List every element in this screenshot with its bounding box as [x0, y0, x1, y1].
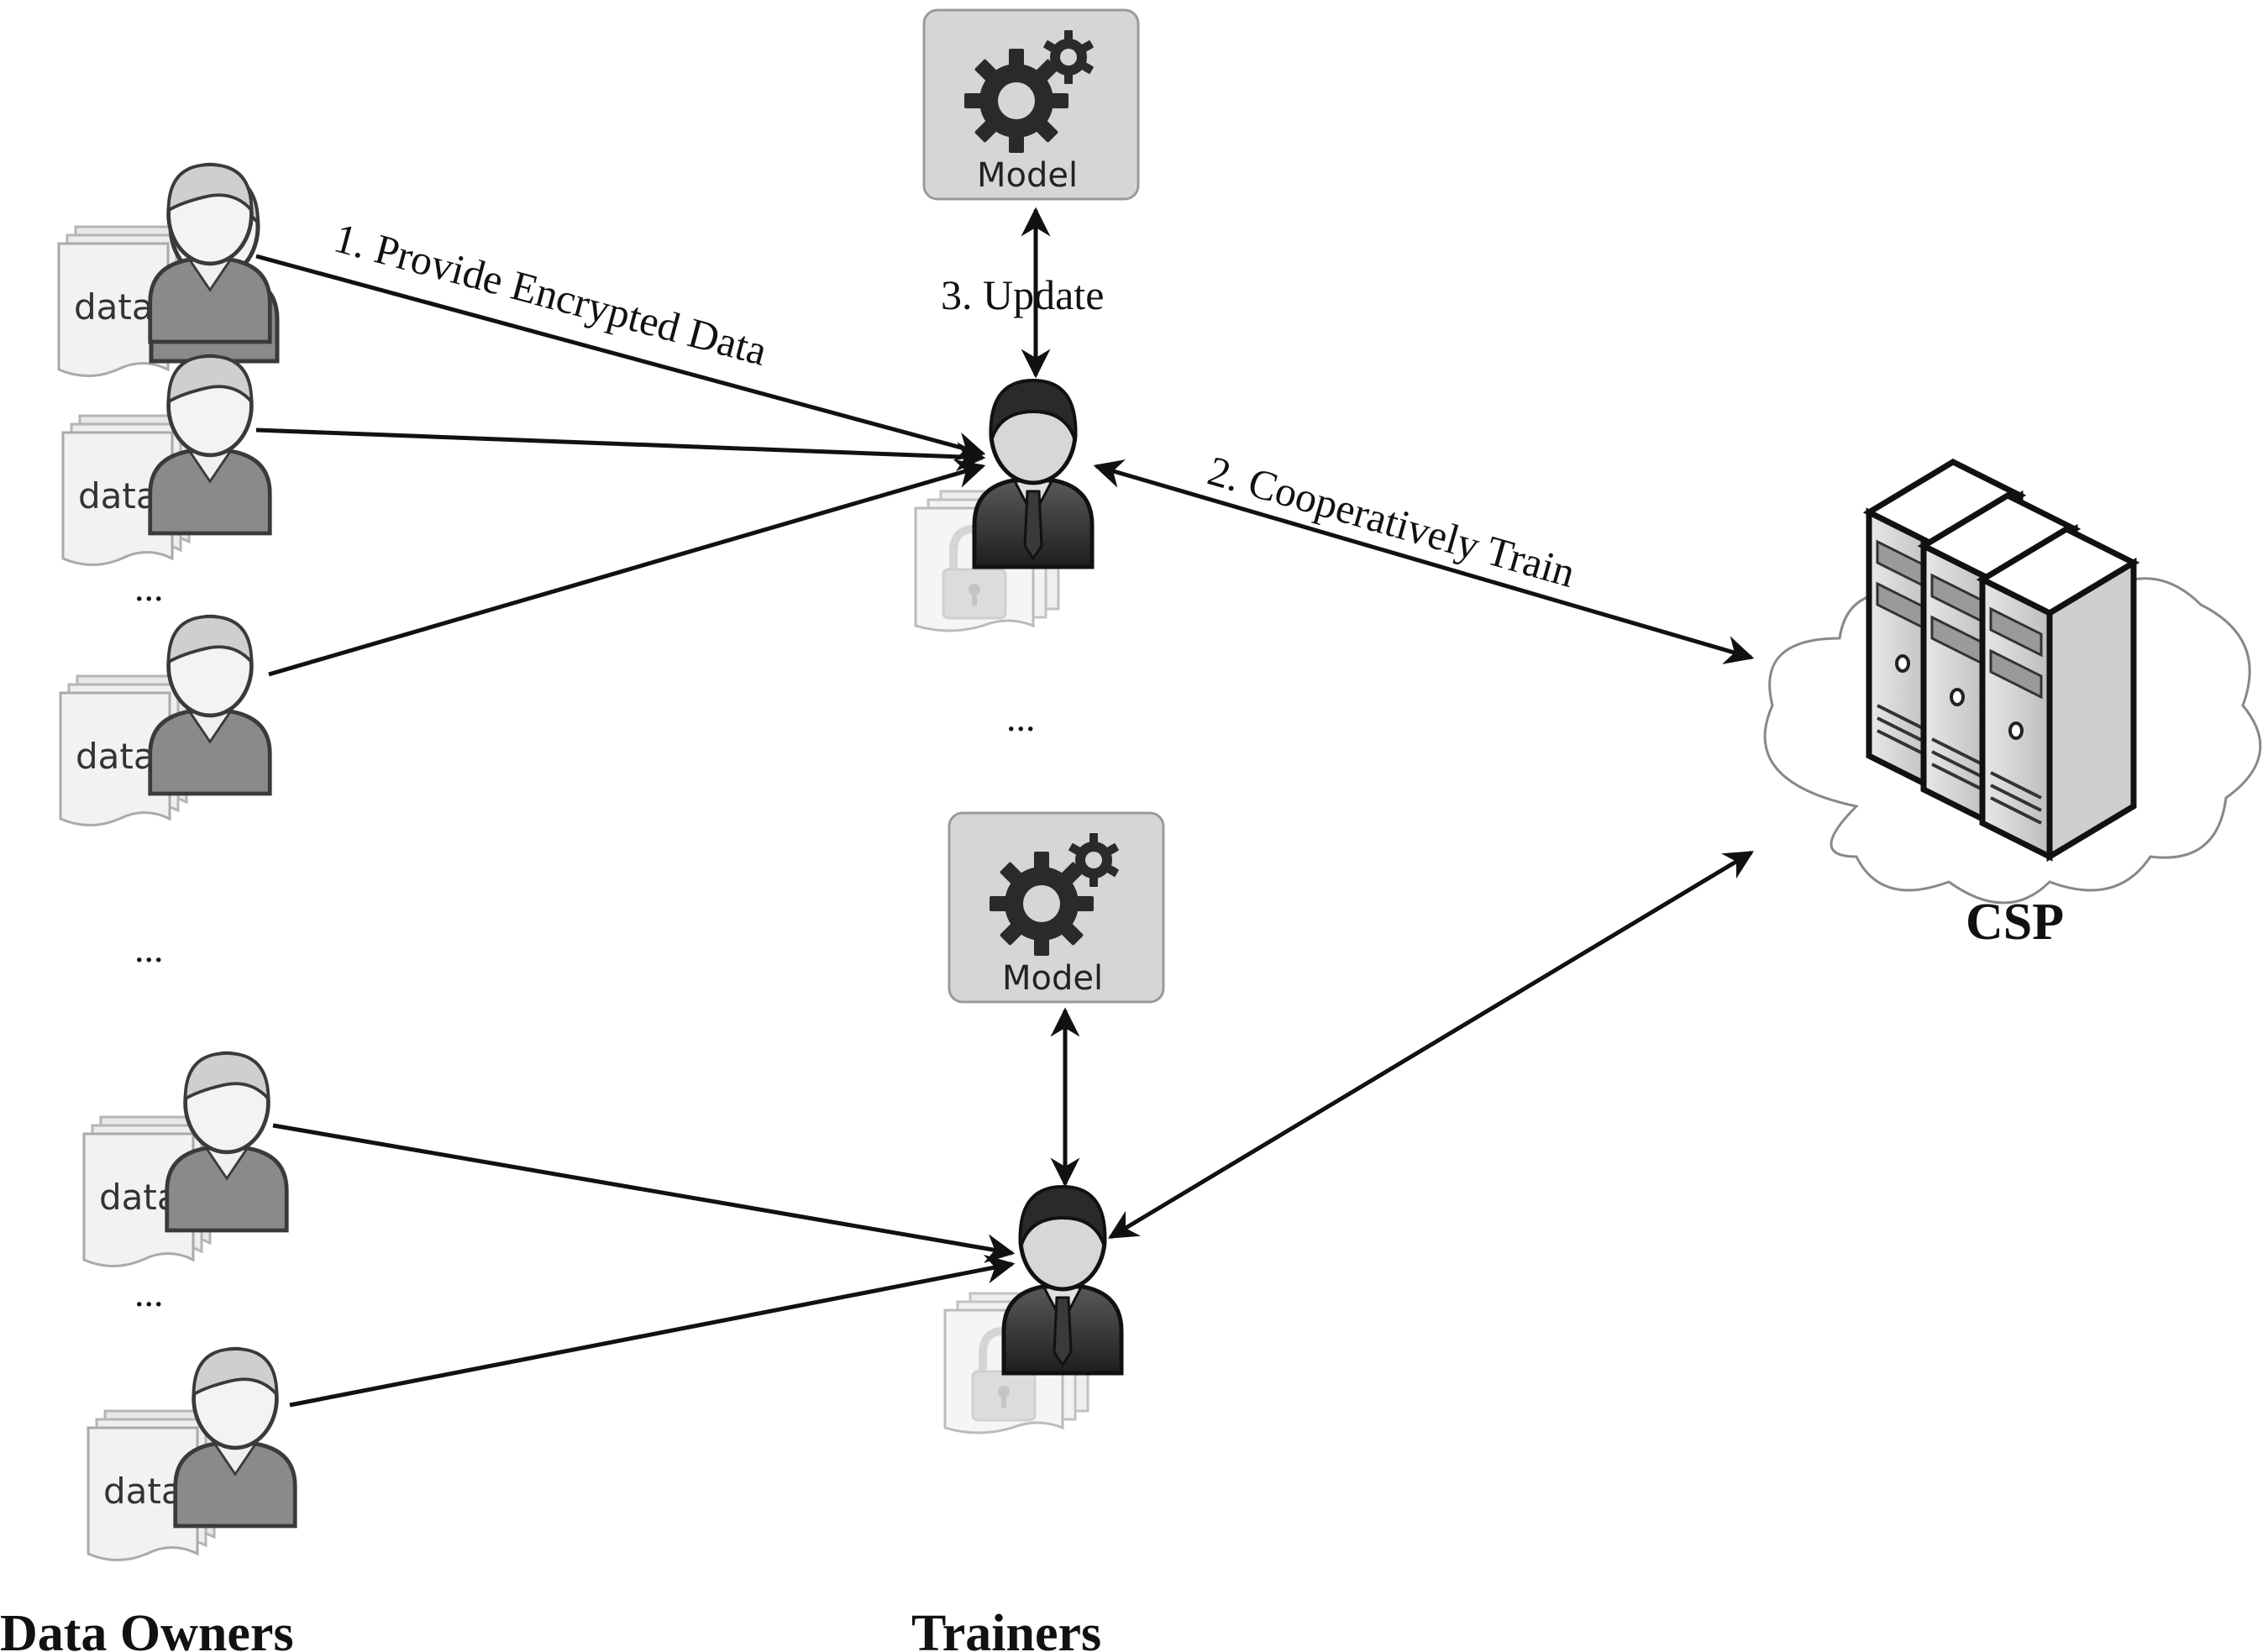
server-icon	[1982, 529, 2134, 857]
model-label: Model	[1002, 959, 1103, 998]
model-box-2: Model	[948, 811, 1165, 1004]
edge-label-train: 2. Cooperatively Train	[1203, 447, 1580, 596]
ellipsis-owners-3: ...	[134, 1272, 164, 1314]
arrow-owner1-trainer1	[255, 254, 986, 461]
data-owner-5: data	[87, 1409, 216, 1561]
arrow-owner5-trainer2	[289, 1254, 1016, 1408]
arrow-owner2-trainer1	[255, 427, 986, 472]
model-box-1: Model	[922, 8, 1140, 201]
csp-cloud	[1763, 462, 2262, 905]
label-trainers: Trainers	[911, 1605, 1101, 1652]
document-label: data	[78, 475, 158, 517]
document-label: data	[103, 1471, 183, 1512]
data-owner-1: data	[57, 175, 277, 377]
data-owner-3: data	[59, 674, 188, 826]
edge-label-update: 3. Update	[941, 271, 1104, 318]
label-data-owners: Data Owners	[0, 1605, 294, 1652]
trainer-1	[916, 380, 1092, 631]
data-owner-2: data	[61, 414, 191, 566]
trainer-icon	[1004, 1187, 1121, 1373]
document-label: data	[74, 286, 154, 328]
ellipsis-owners-1: ...	[134, 566, 164, 609]
arrow-trainer2-csp	[1107, 850, 1755, 1240]
trainer-2	[945, 1187, 1121, 1433]
arrow-trainer1-csp	[1093, 459, 1755, 664]
ellipsis-trainers: ...	[1006, 696, 1036, 739]
model-label: Model	[977, 156, 1078, 195]
arrow-owner4-trainer2	[272, 1123, 1016, 1263]
label-csp: CSP	[1966, 894, 2064, 951]
document-label: data	[76, 736, 155, 777]
trainer-icon	[974, 380, 1092, 567]
ellipsis-owners-2: ...	[134, 927, 164, 970]
arrow-owner3-trainer1	[268, 459, 986, 677]
